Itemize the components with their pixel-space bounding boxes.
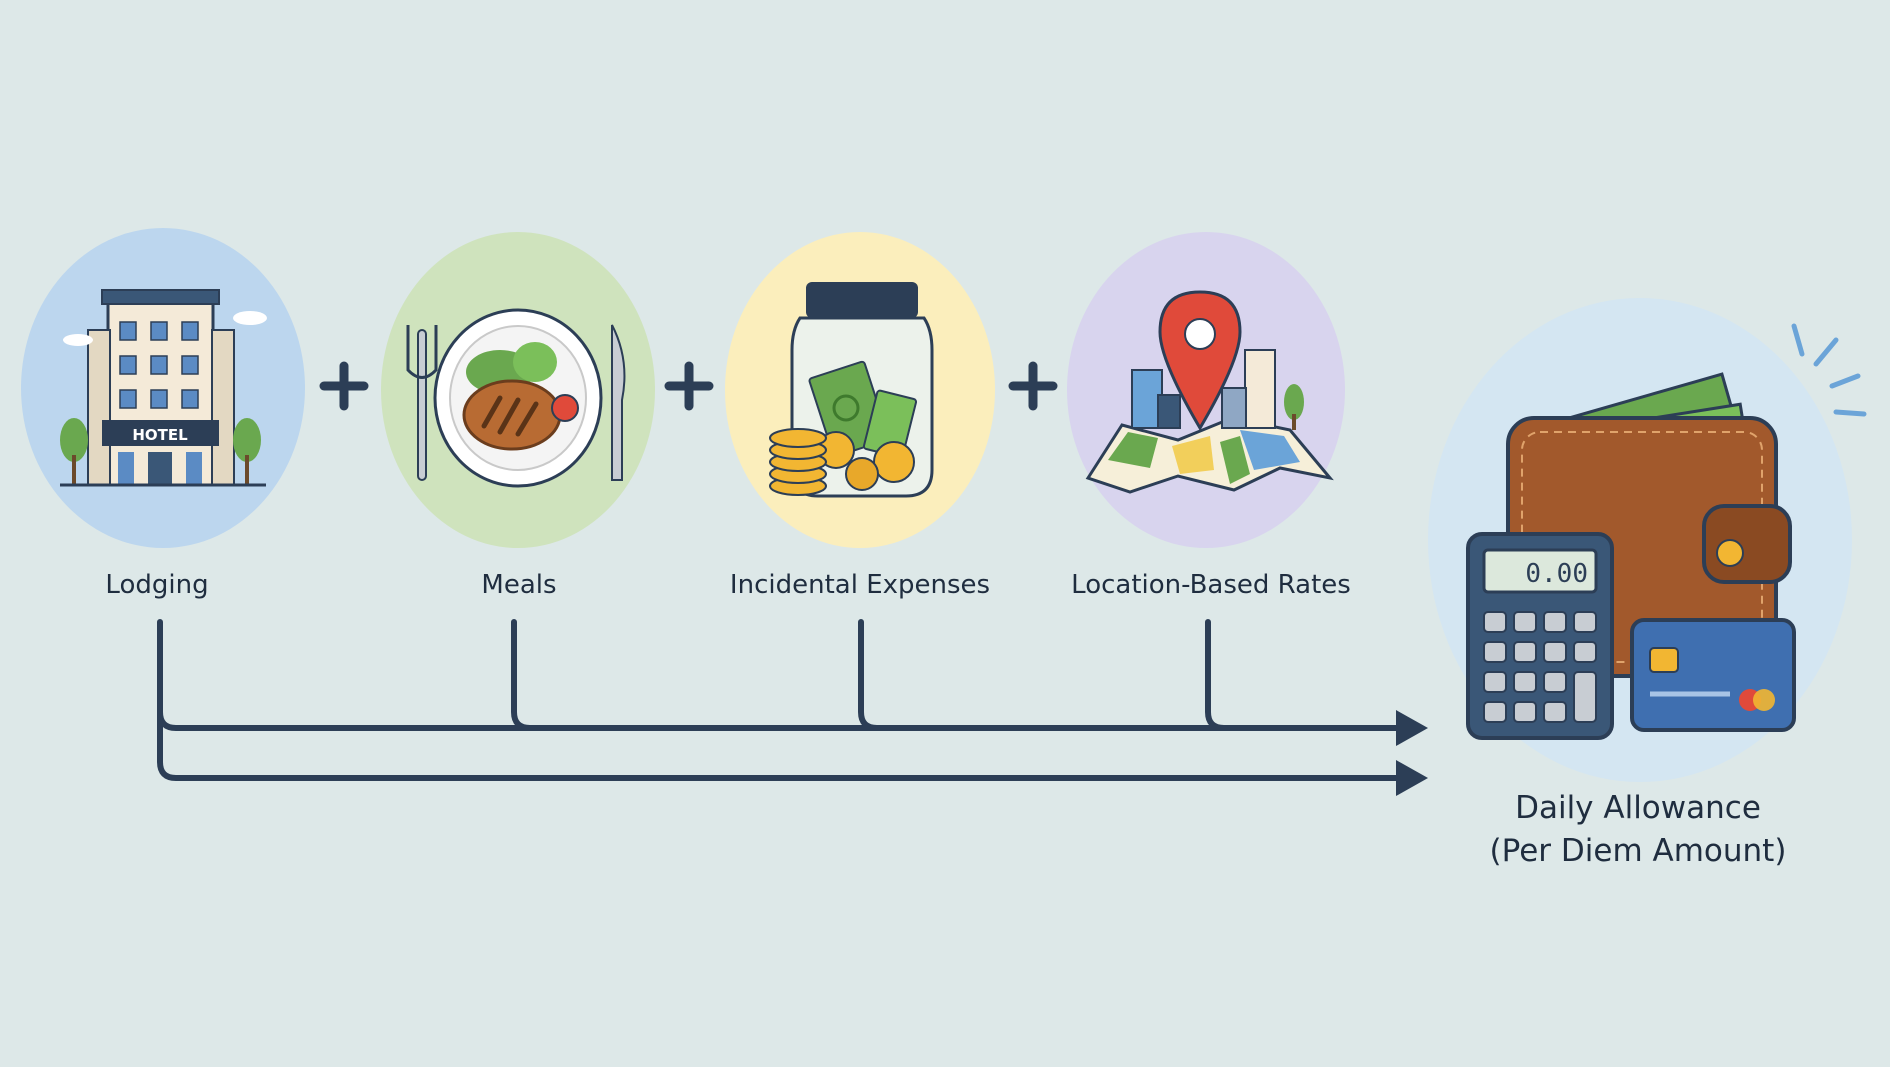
hotel-icon: HOTEL (60, 289, 267, 487)
plus-icon (664, 361, 714, 411)
money-jar-icon (769, 282, 934, 498)
arrow-head (1396, 710, 1428, 746)
connector-lines (157, 619, 1403, 781)
arrow-head (1396, 760, 1428, 796)
result-label-line1: Daily Allowance (1515, 790, 1761, 826)
map-pin-icon (1085, 290, 1334, 494)
incidental-expenses-label: Incidental Expenses (729, 570, 991, 600)
result-label-line2: (Per Diem Amount) (1489, 833, 1787, 869)
lodging-label: Lodging (105, 570, 209, 600)
location-based-rates-label: Location-Based Rates (1071, 570, 1351, 600)
result-label: Daily Allowance (Per Diem Amount) (1490, 787, 1787, 873)
plus-icon (319, 361, 369, 411)
wallet-icon: 0.00 (1466, 323, 1867, 740)
plus-icon (1008, 361, 1058, 411)
hotel-sign-text: HOTEL (132, 426, 188, 444)
meals-label: Meals (481, 570, 557, 600)
calculator-display: 0.00 (1525, 559, 1588, 589)
meal-plate-icon (406, 308, 626, 488)
